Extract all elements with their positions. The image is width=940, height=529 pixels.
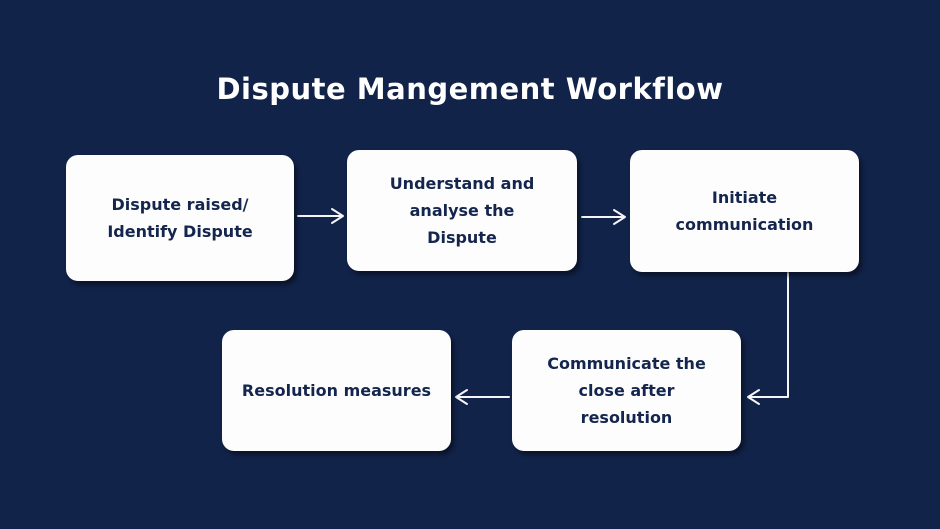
arrow-step2-to-step3	[581, 209, 626, 225]
arrow-step3-to-step5	[747, 272, 789, 405]
node-label: Understand and analyse the Dispute	[389, 174, 535, 247]
node-label: Initiate communication	[675, 188, 814, 234]
node-dispute-raised: Dispute raised/ Identify Dispute	[66, 155, 294, 281]
node-resolution-measures: Resolution measures	[222, 330, 451, 451]
node-label: Dispute raised/ Identify Dispute	[107, 195, 253, 241]
node-understand-analyse: Understand and analyse the Dispute	[347, 150, 577, 271]
node-label: Communicate the close after resolution	[547, 354, 706, 427]
node-initiate-communication: Initiate communication	[630, 150, 859, 272]
diagram-title: Dispute Mangement Workflow	[216, 72, 724, 106]
node-label: Resolution measures	[241, 381, 432, 400]
node-communicate-close: Communicate the close after resolution	[512, 330, 741, 451]
arrow-step5-to-step4	[455, 389, 510, 405]
arrow-step1-to-step2	[297, 208, 344, 224]
